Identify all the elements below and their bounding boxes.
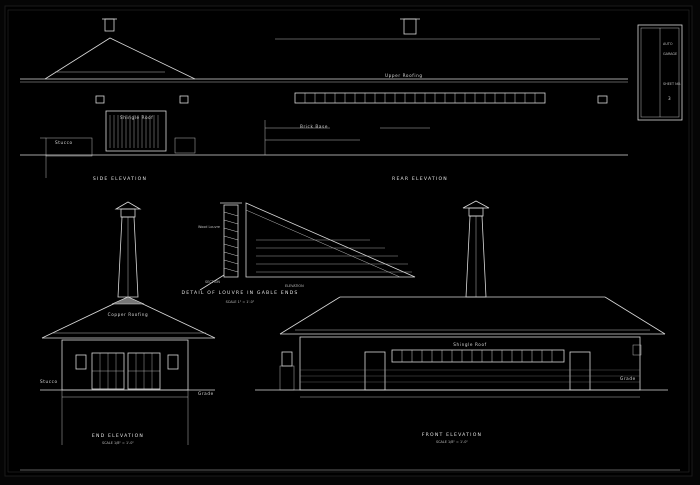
louvre-detail-scale: SCALE 1" = 1'-0" bbox=[226, 300, 255, 304]
note-upper-roof: Upper Roofing bbox=[385, 73, 423, 78]
side-elevation-drawing bbox=[20, 18, 210, 178]
detail-section-label: SECTION bbox=[205, 280, 220, 284]
note-stucco-end: Stucco bbox=[40, 379, 58, 384]
title-line-2: GARAGE bbox=[663, 52, 677, 56]
note-brick-base: Brick Base bbox=[300, 124, 328, 129]
title-line-4: 3 bbox=[668, 96, 671, 101]
note-grade-front: Grade bbox=[620, 376, 636, 381]
front-elevation-drawing bbox=[255, 200, 668, 398]
note-stucco-left: Stucco bbox=[55, 140, 73, 145]
end-elevation-title: END ELEVATION bbox=[92, 433, 144, 439]
end-elevation-drawing bbox=[40, 201, 216, 445]
note-wood-louvre: Wood Louvre bbox=[198, 225, 220, 229]
title-block bbox=[637, 24, 683, 121]
louvre-detail-title: DETAIL OF LOUVRE IN GABLE ENDS bbox=[181, 290, 298, 296]
note-shingle-roof-left: Shingle Roof bbox=[120, 115, 153, 120]
end-elevation-scale: SCALE 1/8" = 1'-0" bbox=[102, 441, 134, 445]
title-line-3: SHEET NO. bbox=[663, 82, 681, 86]
front-elevation-scale: SCALE 1/8" = 1'-0" bbox=[436, 440, 468, 444]
front-elevation-title: FRONT ELEVATION bbox=[422, 432, 482, 438]
rear-elevation-title: REAR ELEVATION bbox=[392, 176, 448, 182]
note-copper-roofing: Copper Roofing bbox=[108, 312, 149, 317]
rear-elevation-drawing bbox=[210, 18, 628, 156]
detail-elevation-label: ELEVATION bbox=[285, 284, 304, 288]
title-line-1: AUTO bbox=[663, 42, 673, 46]
note-shingle-roof-front: Shingle Roof bbox=[453, 342, 486, 347]
note-grade-end: Grade bbox=[198, 391, 214, 396]
side-elevation-title: SIDE ELEVATION bbox=[93, 176, 147, 182]
louvre-detail-drawing bbox=[199, 202, 416, 291]
